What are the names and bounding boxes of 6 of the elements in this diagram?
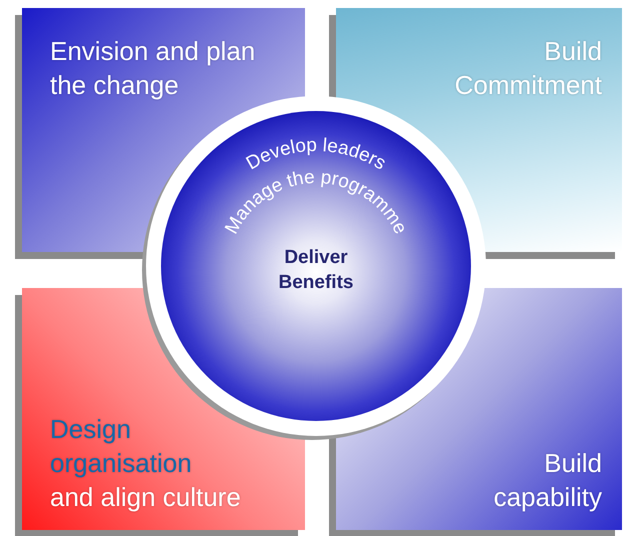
panel-text: Envision and plan the change (50, 35, 256, 102)
center-text: Deliver Benefits (278, 246, 354, 295)
panel-text: and align culture (50, 481, 241, 514)
panel-text: Build Commitment (454, 35, 602, 102)
panel-text: Design organisation (50, 413, 193, 480)
panel-text: Build capability (492, 447, 602, 514)
